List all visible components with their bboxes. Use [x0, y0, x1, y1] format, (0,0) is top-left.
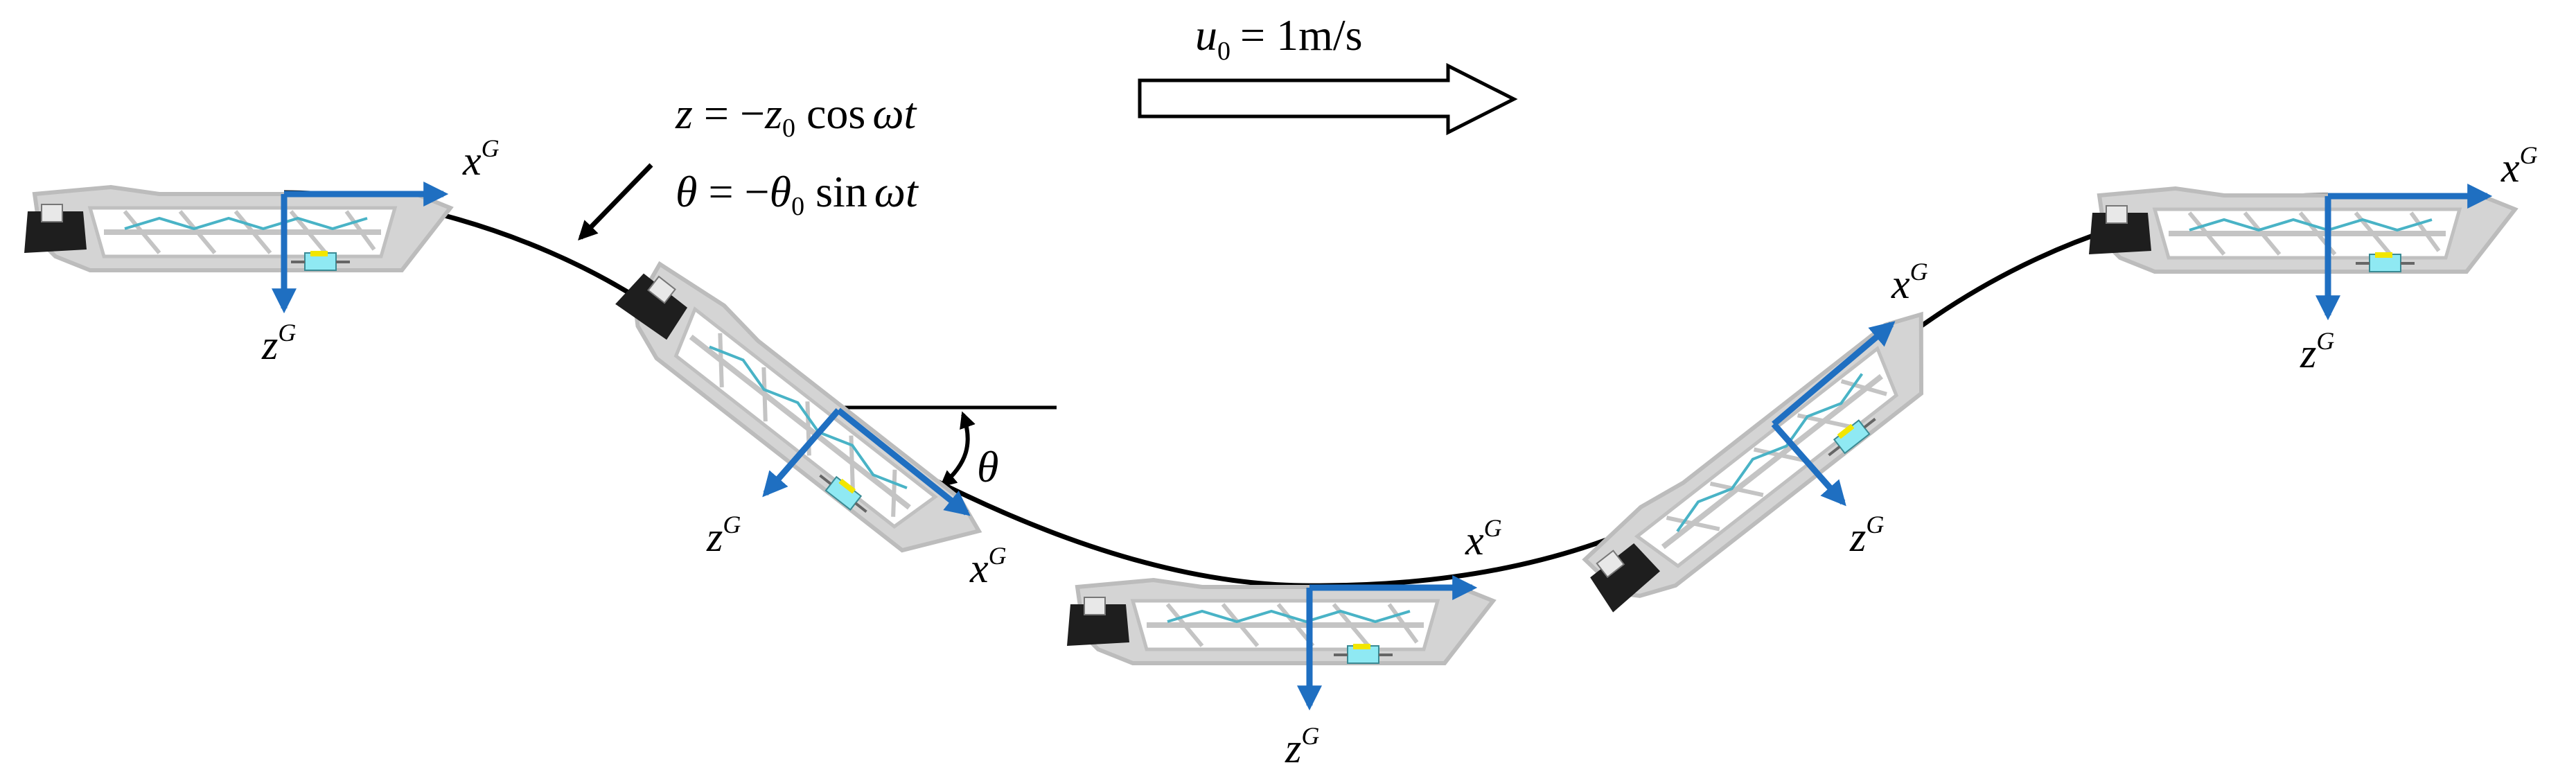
z-axis-label: zG	[706, 511, 741, 560]
velocity-label: u0= 1m/s	[1195, 10, 1363, 66]
x-axis-label: xG	[462, 134, 500, 184]
x-axis-label: xG	[2500, 141, 2538, 191]
equation-pointer-arrow	[578, 163, 653, 241]
z-axis-label: zG	[1849, 511, 1884, 560]
x-axis-arrow	[1772, 321, 1896, 427]
z-axis-arrow	[762, 408, 841, 498]
vehicle-frame-2: xG zG	[605, 252, 1007, 591]
x-axis-arrow	[836, 407, 971, 516]
z-axis-label: zG	[1285, 722, 1319, 771]
x-axis-label: xG	[969, 542, 1007, 591]
vehicle-frame-5: xG zG	[2089, 141, 2538, 376]
vehicle-frame-4: xG zG	[1573, 258, 1960, 626]
theta-arc	[939, 411, 976, 488]
theta-label: θ	[977, 442, 998, 491]
z-axis-arrow	[1771, 422, 1846, 507]
x-axis-label: xG	[1465, 514, 1502, 563]
vehicle-frame-3: xG zG	[1067, 514, 1502, 771]
x-axis-label: xG	[1891, 258, 1928, 307]
z-axis-label: zG	[2300, 327, 2334, 376]
velocity-arrow	[1138, 62, 1518, 136]
z-axis-label: zG	[261, 319, 296, 368]
vehicle-frame-1: xG zG	[24, 134, 500, 368]
